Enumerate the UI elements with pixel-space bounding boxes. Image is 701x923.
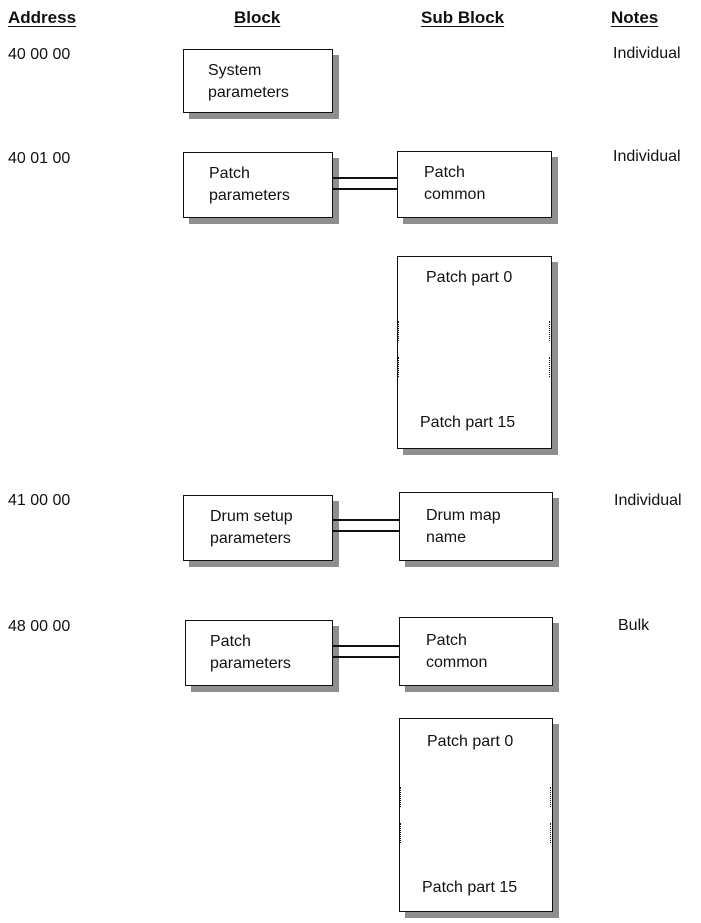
notes-label: Individual xyxy=(614,492,682,509)
sub-block-box-drum-map-name: Drum map name xyxy=(399,492,553,561)
notes-label: Bulk xyxy=(618,617,650,634)
block-box-patch-parameters: Patch parameters xyxy=(183,152,333,218)
ellipsis-marker xyxy=(400,787,402,807)
sub-block-box-patch-common-bulk: Patch common xyxy=(399,617,553,686)
sub-block-box-patch-common: Patch common xyxy=(397,151,552,218)
ellipsis-marker xyxy=(398,321,400,341)
sub-block-label: Patch common xyxy=(426,632,488,671)
ellipsis-marker xyxy=(549,321,551,341)
header-block: Block xyxy=(234,8,281,27)
block-label: System parameters xyxy=(208,62,289,101)
notes-label: Individual xyxy=(613,45,681,62)
header-sub-block: Sub Block xyxy=(421,8,505,27)
address-label: 40 00 00 xyxy=(8,46,71,63)
block-label: Patch parameters xyxy=(209,165,290,204)
address-label: 40 01 00 xyxy=(8,150,71,167)
notes-label: Individual xyxy=(613,148,681,165)
block-link-connector xyxy=(333,519,399,533)
block-label: Drum setup parameters xyxy=(210,508,293,547)
sub-block-label-last-part: Patch part 15 xyxy=(420,414,516,431)
sub-block-box-patch-parts: Patch part 0 Patch part 15 xyxy=(397,256,552,449)
block-box-drum-setup-parameters: Drum setup parameters xyxy=(183,495,333,561)
header-address: Address xyxy=(8,8,77,27)
sub-block-label-first-part: Patch part 0 xyxy=(427,733,514,750)
sub-block-label: Patch common xyxy=(424,164,486,203)
address-label: 48 00 00 xyxy=(8,618,71,635)
sub-block-label: Drum map name xyxy=(426,507,501,546)
ellipsis-marker xyxy=(400,823,402,843)
header-notes: Notes xyxy=(611,8,659,27)
sub-block-box-patch-parts-bulk: Patch part 0 Patch part 15 xyxy=(399,718,553,912)
block-box-patch-parameters-bulk: Patch parameters xyxy=(185,620,333,686)
ellipsis-marker xyxy=(550,823,552,843)
sub-block-label-last-part: Patch part 15 xyxy=(422,879,518,896)
ellipsis-marker xyxy=(398,357,400,377)
block-box-system-parameters: System parameters xyxy=(183,49,333,113)
ellipsis-marker xyxy=(549,357,551,377)
block-link-connector xyxy=(333,645,399,659)
sub-block-label-first-part: Patch part 0 xyxy=(426,269,513,286)
block-label: Patch parameters xyxy=(210,633,291,672)
address-label: 41 00 00 xyxy=(8,492,71,509)
ellipsis-marker xyxy=(550,787,552,807)
block-link-connector xyxy=(333,177,397,191)
